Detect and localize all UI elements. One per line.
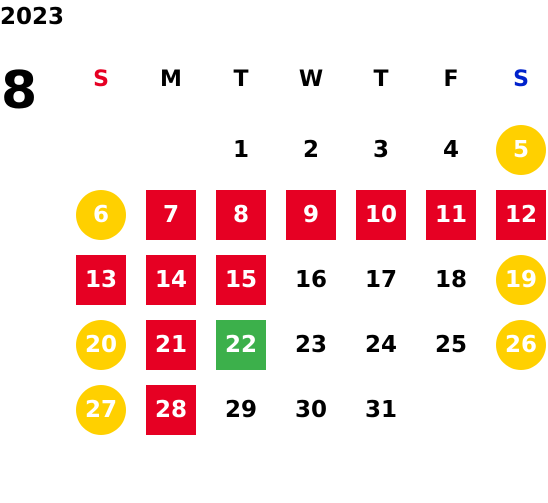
- day-cell-30[interactable]: 30: [294, 397, 327, 423]
- weekday-header: S: [513, 66, 529, 92]
- month-label: 8: [1, 61, 38, 121]
- day-cell-7[interactable]: 7: [146, 190, 196, 240]
- weekday-header: T: [373, 66, 389, 92]
- weekday-header: T: [233, 66, 249, 92]
- day-cell-27[interactable]: 27: [76, 385, 126, 435]
- day-cell-24[interactable]: 24: [364, 332, 397, 358]
- day-cell-21[interactable]: 21: [146, 320, 196, 370]
- day-cell-6[interactable]: 6: [76, 190, 126, 240]
- day-cell-15[interactable]: 15: [216, 255, 266, 305]
- weekday-header: M: [160, 66, 182, 92]
- day-cell-12[interactable]: 12: [496, 190, 546, 240]
- weekday-header: S: [93, 66, 109, 92]
- day-cell-31[interactable]: 31: [364, 397, 397, 423]
- day-cell-22[interactable]: 22: [216, 320, 266, 370]
- day-cell-10[interactable]: 10: [356, 190, 406, 240]
- day-cell-2[interactable]: 2: [302, 137, 319, 163]
- day-cell-19[interactable]: 19: [496, 255, 546, 305]
- day-cell-18[interactable]: 18: [434, 267, 467, 293]
- day-cell-17[interactable]: 17: [364, 267, 397, 293]
- day-cell-5[interactable]: 5: [496, 125, 546, 175]
- day-cell-23[interactable]: 23: [294, 332, 327, 358]
- day-cell-20[interactable]: 20: [76, 320, 126, 370]
- day-cell-8[interactable]: 8: [216, 190, 266, 240]
- weekday-header: F: [443, 66, 459, 92]
- day-cell-1[interactable]: 1: [232, 137, 249, 163]
- day-cell-28[interactable]: 28: [146, 385, 196, 435]
- year-label: 2023: [0, 4, 65, 30]
- weekday-header: W: [298, 66, 324, 92]
- day-cell-13[interactable]: 13: [76, 255, 126, 305]
- day-cell-4[interactable]: 4: [442, 137, 459, 163]
- day-cell-9[interactable]: 9: [286, 190, 336, 240]
- day-cell-11[interactable]: 11: [426, 190, 476, 240]
- day-cell-16[interactable]: 16: [294, 267, 327, 293]
- day-cell-29[interactable]: 29: [224, 397, 257, 423]
- day-cell-26[interactable]: 26: [496, 320, 546, 370]
- day-cell-3[interactable]: 3: [372, 137, 389, 163]
- day-cell-14[interactable]: 14: [146, 255, 196, 305]
- day-cell-25[interactable]: 25: [434, 332, 467, 358]
